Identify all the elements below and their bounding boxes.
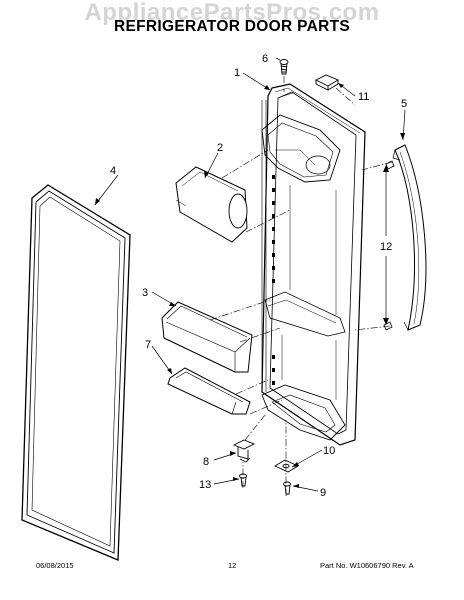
handle-screw-bottom	[383, 321, 393, 331]
dimension-arrowheads	[383, 165, 389, 325]
callout-8: 8	[203, 456, 209, 468]
footer-date: 06/08/2015	[36, 561, 74, 570]
small-shelf	[167, 367, 251, 415]
callout-7: 7	[145, 339, 151, 351]
footer-part-number: Part No. W10606790 Rev. A	[320, 561, 414, 570]
callout-11: 11	[358, 91, 369, 103]
alignment-lines	[209, 76, 393, 496]
leader-lines	[94, 57, 406, 492]
callout-1: 1	[234, 67, 240, 79]
door-bin	[161, 301, 253, 373]
clip-part	[314, 74, 339, 91]
page-title: REFRIGERATOR DOOR PARTS	[114, 18, 350, 35]
leader-arrowheads	[95, 83, 405, 488]
door-liner	[261, 83, 366, 446]
hinge-pin	[232, 439, 256, 463]
watermark: AppliancePartsPros.com	[84, 0, 380, 26]
callout-13: 13	[199, 479, 211, 491]
callout-2: 2	[217, 142, 223, 154]
callout-4: 4	[110, 165, 116, 177]
door-gasket	[21, 184, 131, 561]
callout-10: 10	[323, 445, 335, 457]
callout-9: 9	[320, 487, 326, 499]
dispenser-cover	[175, 166, 248, 243]
screw-9	[283, 481, 291, 495]
callout-6: 6	[262, 53, 268, 65]
screw-top	[279, 59, 289, 75]
callout-5: 5	[401, 98, 407, 110]
footer-page-number: 12	[228, 561, 237, 570]
door-handle	[383, 144, 427, 331]
callout-12: 12	[380, 241, 392, 253]
callout-3: 3	[142, 287, 148, 299]
handle-screw-top	[385, 160, 395, 170]
